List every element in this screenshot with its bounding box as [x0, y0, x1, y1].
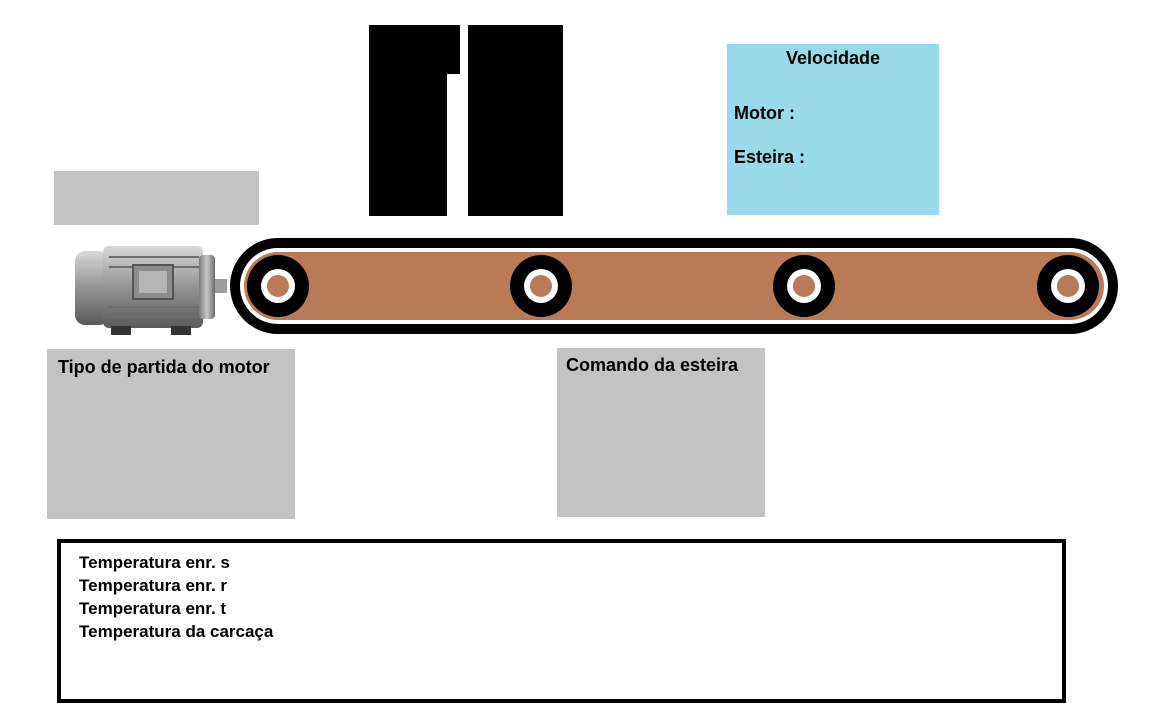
- temperature-winding-t: Temperatura enr. t: [79, 599, 227, 618]
- motor-speed-label: Motor :: [734, 103, 795, 123]
- belt-command-title: Comando da esteira: [566, 355, 739, 375]
- roller-icon: [773, 255, 835, 317]
- temperature-winding-s: Temperatura enr. s: [79, 553, 230, 572]
- speed-title: Velocidade: [785, 48, 881, 68]
- belt-speed-label: Esteira :: [734, 147, 806, 167]
- roller-icon: [247, 255, 309, 317]
- temperature-housing: Temperatura da carcaça: [79, 622, 274, 641]
- speed-panel: Velocidade Motor : Esteira :: [727, 44, 939, 215]
- hopper-icon: [369, 25, 563, 216]
- belt-command-panel: Comando da esteira: [557, 348, 765, 517]
- motor-start-type-panel: Tipo de partida do motor: [47, 349, 295, 519]
- temperature-list: Temperatura enr. s Temperatura enr. r Te…: [79, 551, 273, 643]
- roller-icon: [1037, 255, 1099, 317]
- roller-icon: [510, 255, 572, 317]
- motor-start-type-title: Tipo de partida do motor: [58, 357, 270, 377]
- status-panel: [54, 171, 259, 225]
- temperature-winding-r: Temperatura enr. r: [79, 576, 228, 595]
- temperature-panel: Temperatura enr. s Temperatura enr. r Te…: [57, 539, 1066, 703]
- conveyor-belt-icon: [230, 238, 1118, 334]
- motor-icon: [75, 246, 227, 335]
